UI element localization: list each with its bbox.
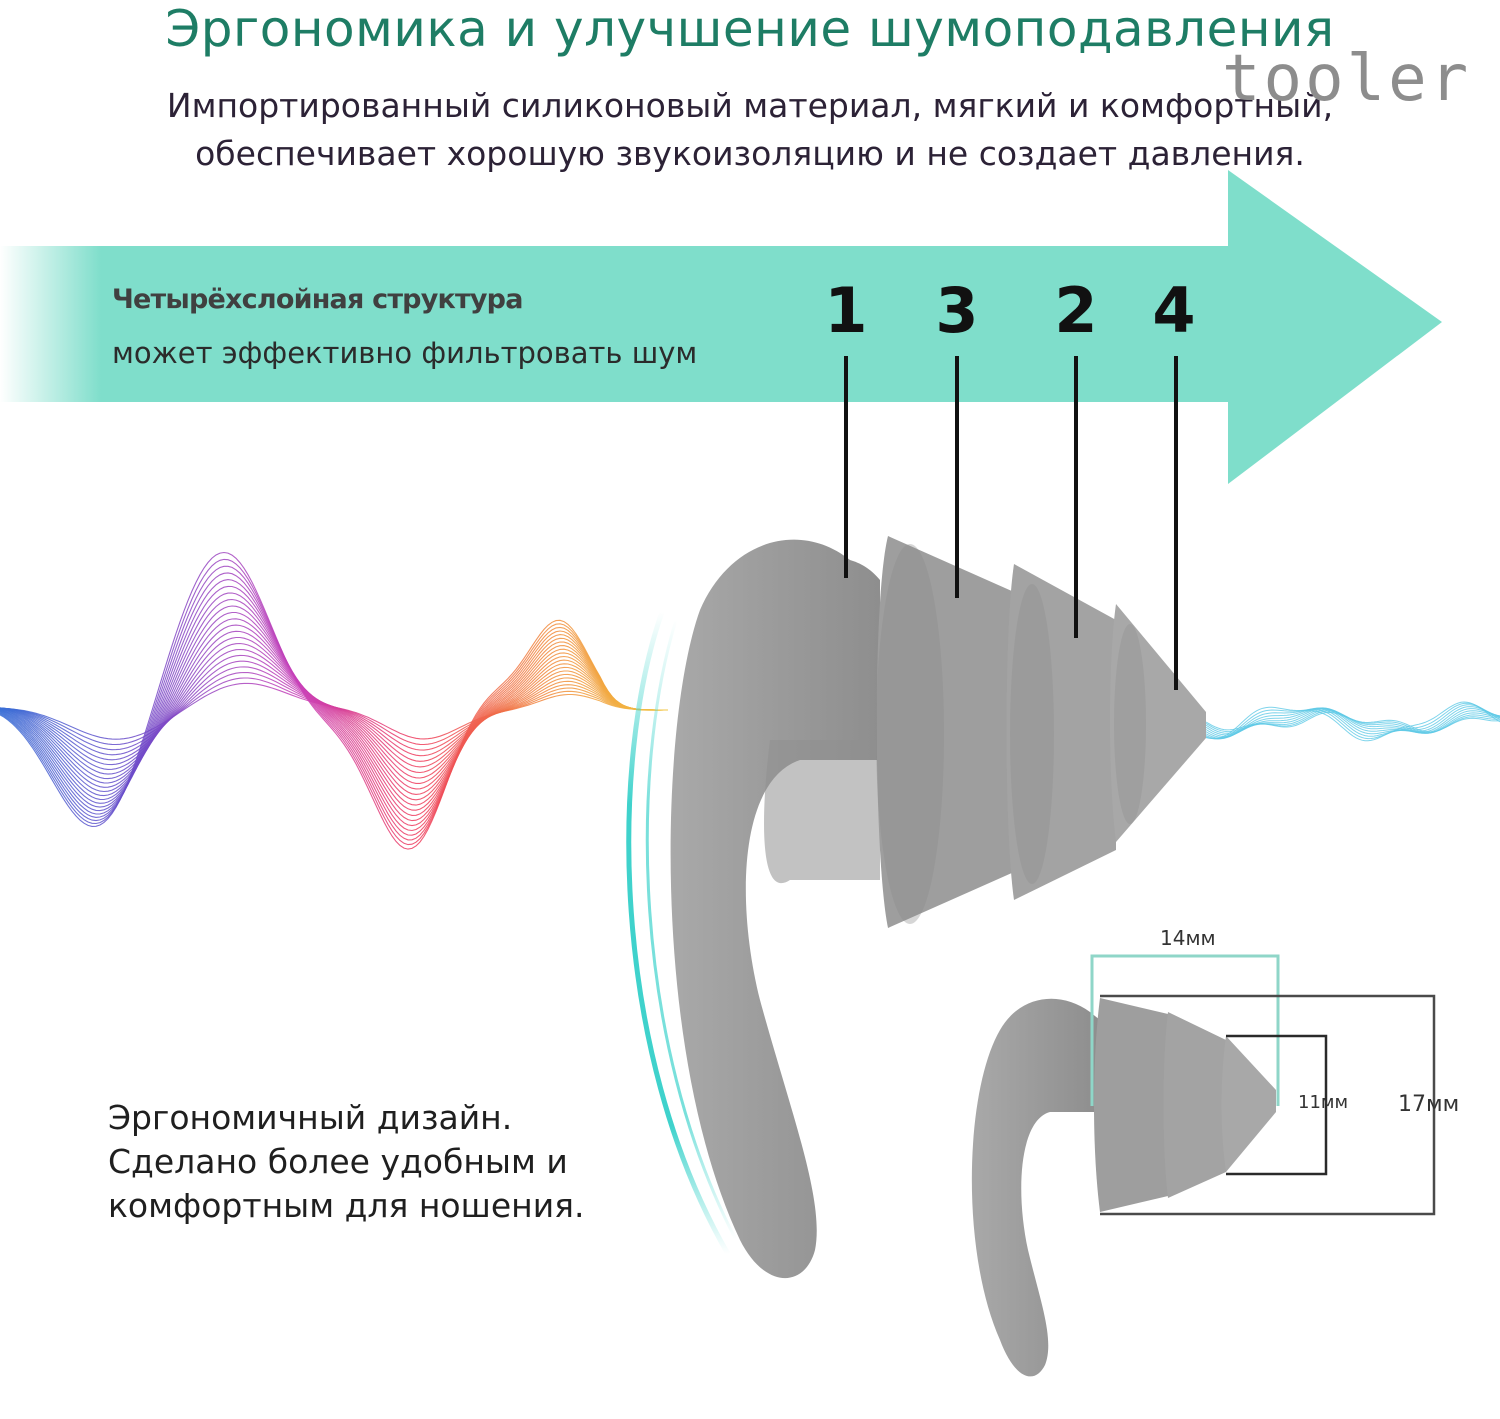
layer-label-4: 4 (1152, 274, 1196, 347)
sound-wave-line (0, 642, 668, 779)
dim-label-inner: 11мм (1298, 1092, 1349, 1113)
filtered-wave-line (1205, 704, 1500, 740)
arrow-heading: Четырёхслойная структура (112, 284, 523, 315)
dim-14mm-box (1090, 954, 1280, 1106)
earplug-hook-shade (764, 740, 880, 884)
arrow-shape (0, 170, 1442, 484)
glow-arc-inner (645, 619, 738, 1241)
filtered-wave-graphic (1205, 701, 1500, 742)
dim-label-outer: 17мм (1398, 1092, 1460, 1117)
page-title: Эргономика и улучшение шумоподавления (165, 0, 1335, 58)
brand-logo: tooler (1222, 42, 1472, 116)
filtered-wave-line (1205, 701, 1500, 742)
sound-wave-line (0, 558, 668, 846)
sound-wave-line (0, 592, 668, 822)
dim-label-width: 14мм (1160, 926, 1216, 950)
layer-label-1: 1 (824, 274, 868, 347)
sound-wave-line (0, 572, 668, 836)
sound-wave-line (0, 605, 668, 811)
sound-wave-line (0, 618, 668, 801)
arrow-caption: может эффективно фильтровать шум (112, 336, 698, 370)
ergonomics-text: Эргономичный дизайн. Сделано более удобн… (108, 1096, 668, 1228)
layer-label-3: 2 (1054, 274, 1098, 347)
earplug-layer-1 (876, 536, 1014, 928)
sound-wave-graphic (0, 551, 668, 850)
glow-arc-outer (626, 611, 731, 1256)
dim-11mm-bracket (1226, 1034, 1328, 1176)
ergonomics-line-2: Сделано более удобным и (108, 1142, 568, 1181)
dimension-lines (1090, 954, 1436, 1216)
earplug-layer-3 (1110, 604, 1206, 842)
sound-wave-line (0, 551, 668, 850)
ergonomics-line-1: Эргономичный дизайн. (108, 1098, 513, 1137)
layer-label-2: 3 (935, 274, 979, 347)
sound-wave-line (0, 565, 668, 841)
filtered-wave-line (1205, 702, 1500, 740)
sound-wave-line (0, 624, 668, 795)
filtered-wave-line (1205, 706, 1500, 739)
earplug-hook (670, 539, 880, 1279)
layer-leader-lines (844, 356, 1178, 690)
filtered-wave-line (1205, 708, 1500, 736)
earplug-graphic (670, 536, 1206, 1279)
filtered-wave-line (1205, 707, 1500, 738)
dim-17mm-bracket (1100, 994, 1436, 1216)
sound-wave-line (0, 598, 668, 816)
earplug-layer-2 (1006, 564, 1116, 900)
sound-wave-line (0, 611, 668, 806)
sound-wave-line (0, 579, 668, 832)
filtered-wave-line (1205, 707, 1500, 737)
ergonomics-line-3: комфортным для ношения. (108, 1186, 585, 1225)
sound-wave-line (0, 585, 668, 827)
subtitle-line-1: Импортированный силиконовый материал, мя… (166, 86, 1334, 125)
subtitle-line-2: обеспечивает хорошую звукоизоляцию и не … (195, 134, 1305, 173)
earplug-small-graphic (971, 998, 1276, 1377)
